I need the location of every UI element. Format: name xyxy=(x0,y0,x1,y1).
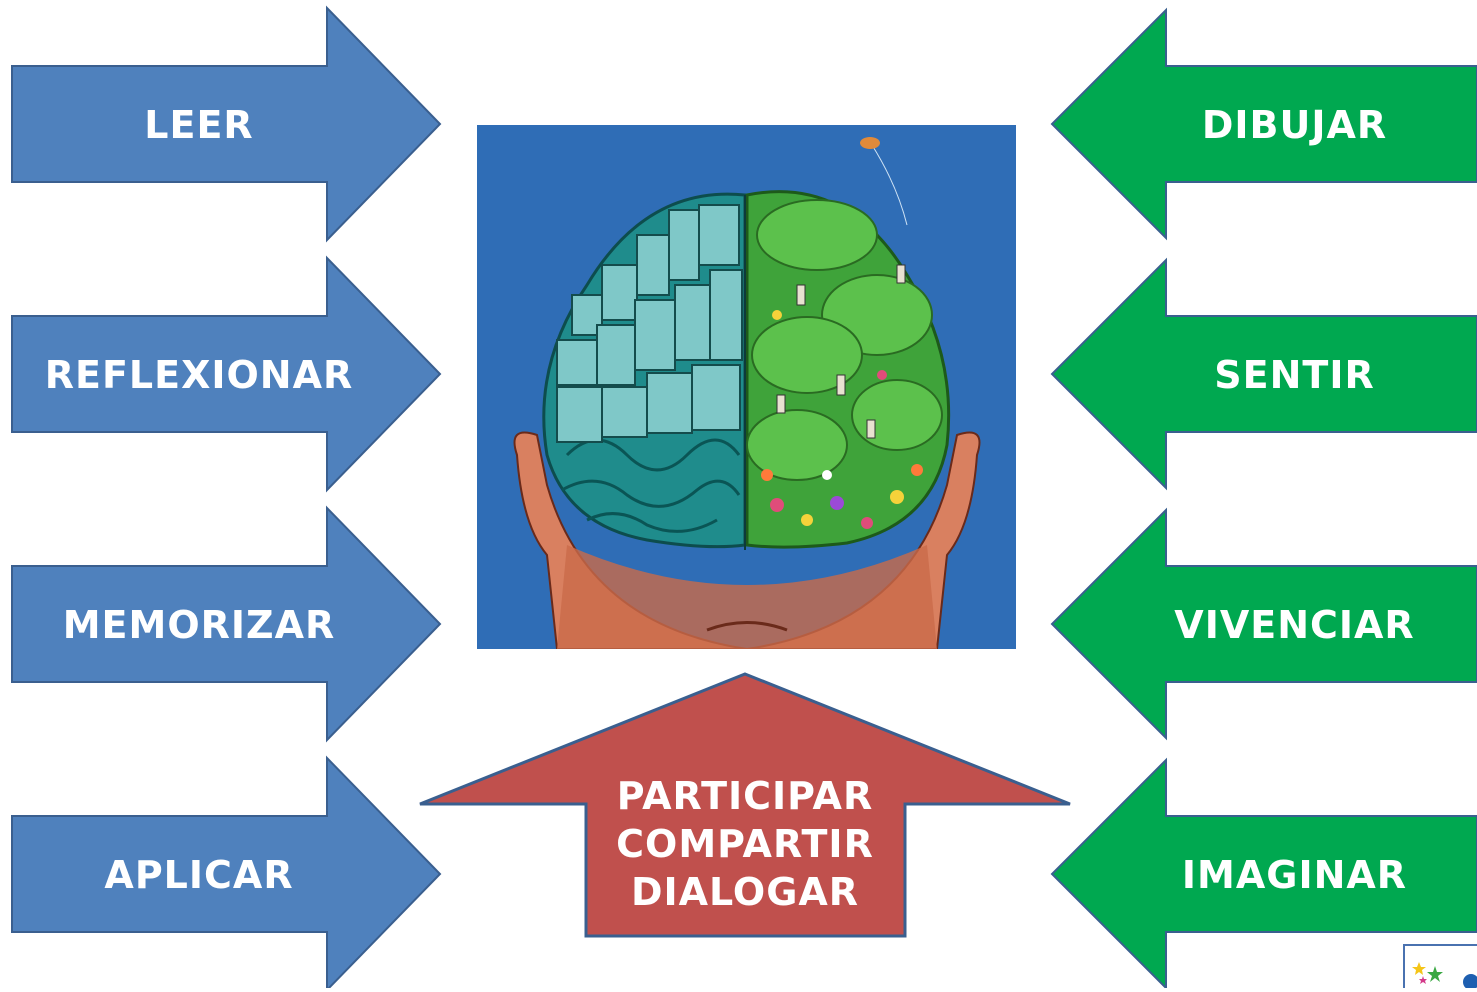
face-shadow xyxy=(557,545,937,649)
right-arrow-label-vivenciar: VIVENCIAR xyxy=(1174,603,1415,647)
left-arrow-shape xyxy=(11,755,442,988)
right-arrow-shape xyxy=(1050,757,1477,988)
left-arrow-label-memorizar: MEMORIZAR xyxy=(62,603,336,647)
left-arrow-shape xyxy=(11,255,442,493)
right-arrow-label-dibujar: DIBUJAR xyxy=(1201,103,1388,147)
left-arrow-shape xyxy=(11,505,442,743)
right-arrow-label-sentir: SENTIR xyxy=(1214,353,1375,397)
right-arrow-shape xyxy=(1050,507,1477,741)
right-arrow-dibujar xyxy=(1050,7,1477,241)
bottom-arrow-line-dialogar: DIALOGAR xyxy=(630,870,860,914)
nose-brow xyxy=(706,621,788,632)
people xyxy=(776,264,906,439)
left-arrow-label-reflexionar: REFLEXIONAR xyxy=(44,353,354,397)
left-arrow-label-aplicar: APLICAR xyxy=(104,853,294,897)
left-arrow-shape xyxy=(11,5,442,243)
bottom-arrow-label: PARTICIPAR COMPARTIR DIALOGAR xyxy=(585,772,905,916)
left-arrow-reflexionar xyxy=(11,255,442,493)
right-arrow-sentir xyxy=(1050,257,1477,491)
left-arrow-leer xyxy=(11,5,442,243)
right-arrow-label-imaginar: IMAGINAR xyxy=(1181,853,1408,897)
kite-string xyxy=(871,144,908,226)
brain-hemispheres-illustration xyxy=(477,125,1016,649)
bottom-arrow-participar xyxy=(419,672,1071,938)
stars-logo-icon xyxy=(1403,944,1477,990)
right-arrow-imaginar xyxy=(1050,757,1477,988)
left-arrow-aplicar xyxy=(11,755,442,988)
flowers xyxy=(761,310,923,529)
buildings xyxy=(556,204,743,443)
bottom-arrow-shape xyxy=(419,672,1071,938)
right-arrow-shape xyxy=(1050,257,1477,491)
bottom-arrow-line-compartir: COMPARTIR xyxy=(616,822,874,866)
left-arrow-label-leer: LEER xyxy=(144,103,254,147)
right-arrow-vivenciar xyxy=(1050,507,1477,741)
bottom-arrow-line-participar: PARTICIPAR xyxy=(616,774,874,818)
right-arrow-shape xyxy=(1050,7,1477,241)
left-arrow-memorizar xyxy=(11,505,442,743)
kite xyxy=(860,137,880,149)
